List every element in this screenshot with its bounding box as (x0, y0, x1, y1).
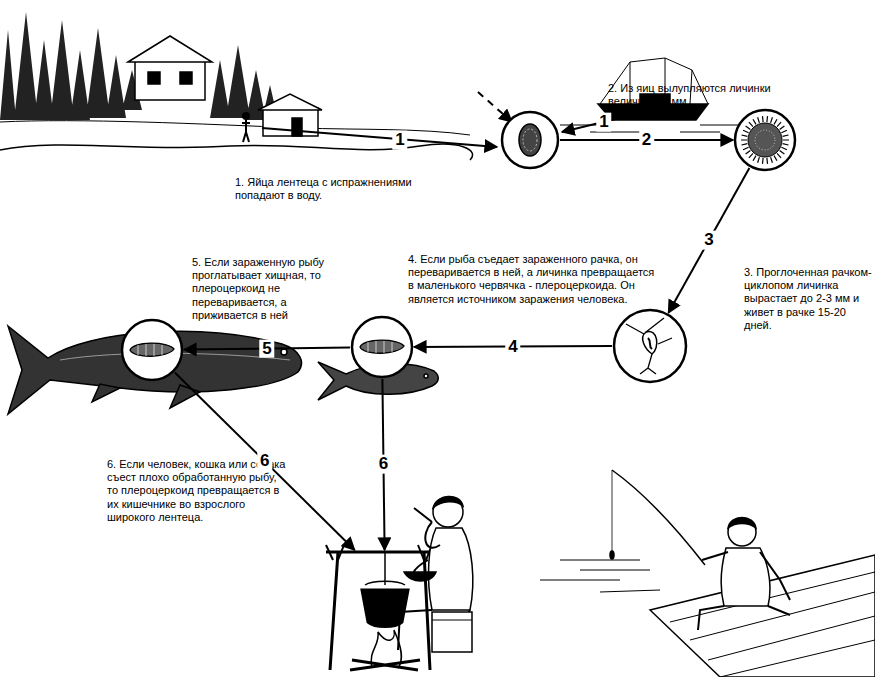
contamination-arrows (262, 92, 632, 147)
stage-description: 2. Из яиц вылупляются личинки величиной … (608, 82, 793, 108)
shoreline (0, 121, 760, 160)
stage-description: 3. Проглоченная рачком-циклопом личинка … (744, 266, 872, 332)
step-number: 1 (392, 131, 407, 150)
circle-outline (612, 308, 688, 384)
stage-circle: 3. Проглоченная рачком-циклопом личинка … (612, 308, 688, 384)
stage-circle: 2. Из яиц вылупляются личинки величиной … (733, 108, 797, 172)
step-number: 5 (259, 339, 274, 358)
larva-in-cyclops (648, 338, 652, 349)
stage-description: 1. Яйца лентеца с испражнениями попадают… (235, 176, 440, 202)
eating-man (398, 496, 473, 652)
fisherman (540, 470, 875, 677)
larva-inner (755, 130, 775, 150)
stage-circle: 4. Если рыба съедает зараженного рачка, … (350, 315, 414, 379)
egg-inner (523, 129, 537, 151)
campfire (326, 545, 438, 670)
circle-outline (733, 108, 797, 172)
larva-cilia (741, 116, 789, 164)
stage-description: 4. Если рыба съедает зараженного рачка, … (408, 253, 658, 306)
stage-circle: 1. Яйца лентеца с испражнениями попадают… (500, 110, 560, 170)
cyclops-body (643, 331, 657, 354)
house (128, 36, 322, 136)
stage-description: 5. Если зараженную рыбу проглатывает хищ… (192, 256, 344, 322)
node-circle (502, 112, 558, 168)
stage-circle: 5. Если зараженную рыбу проглатывает хищ… (120, 318, 184, 382)
worm-segments (368, 341, 392, 353)
cyclops-legs (626, 318, 672, 374)
step-number: 3 (701, 231, 716, 250)
plerocercoid (130, 343, 174, 356)
node-circle (122, 320, 182, 380)
circle-outline (120, 318, 184, 382)
circle-outline (350, 315, 414, 379)
egg-symbol (519, 124, 541, 156)
step-number: 6 (257, 452, 272, 471)
step-number: 2 (639, 131, 654, 150)
circle-outline (500, 110, 560, 170)
step-number: 1 (596, 113, 611, 132)
step-number: 4 (505, 337, 520, 356)
person-figure (242, 113, 250, 142)
node-circle (352, 317, 412, 377)
plerocercoid (360, 340, 404, 353)
step-number: 6 (376, 455, 391, 474)
node-circle (614, 310, 686, 382)
worm-segments (138, 344, 162, 356)
larva-symbol (748, 123, 782, 157)
forest (0, 12, 278, 120)
node-circle (735, 110, 795, 170)
lifecycle-arrow (669, 168, 750, 313)
stage-area: 6. Если человек, кошка или собака съест … (335, 550, 435, 610)
